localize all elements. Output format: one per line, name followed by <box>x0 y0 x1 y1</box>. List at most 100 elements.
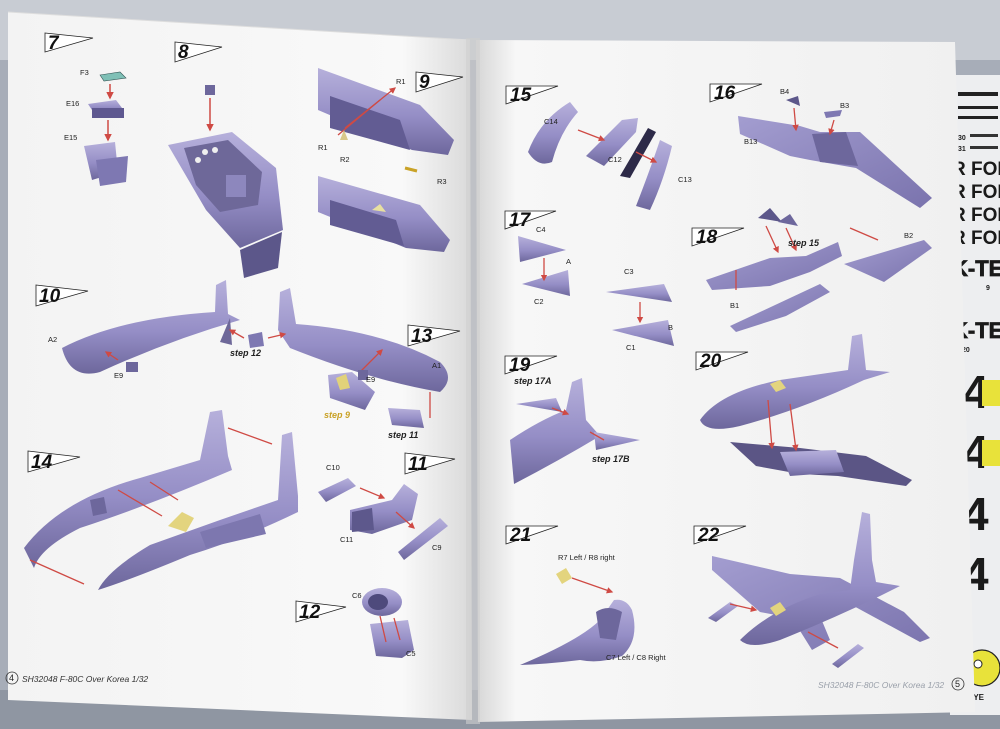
step-flag-21: 21 <box>505 525 559 546</box>
footer-left: SH32048 F-80C Over Korea 1/32 <box>22 674 148 684</box>
label-a: A <box>566 257 571 266</box>
step-20-wing-fuselage-join <box>700 334 912 486</box>
step-8-cockpit-tub <box>168 85 283 278</box>
step-number-18: 18 <box>696 227 718 248</box>
step-number-21: 21 <box>509 525 531 546</box>
footer-right: SH32048 F-80C Over Korea 1/32 <box>818 680 944 690</box>
step-flag-20: 20 <box>695 351 749 372</box>
label-e9-step13: E9 <box>366 375 375 384</box>
label-c12: C12 <box>608 155 622 164</box>
step-flag-18: 18 <box>691 227 745 248</box>
step-21-intake: R7 Left / R8 right C7 Left / C8 Right <box>520 553 667 665</box>
label-step-17a: step 17A <box>514 376 552 386</box>
label-b1: B1 <box>730 301 739 310</box>
decal-number-20: 20 <box>962 347 970 354</box>
label-e15: E15 <box>64 133 77 142</box>
decal-eye-text: EYE <box>968 693 985 702</box>
label-r2: R2 <box>340 155 350 164</box>
label-step-11: step 11 <box>388 430 418 440</box>
step-11-intake-parts: C10 C11 C9 <box>318 463 448 560</box>
step-flags-left: 7 8 9 10 13 14 11 12 <box>27 32 464 623</box>
label-b4: B4 <box>780 87 789 96</box>
label-e9-step10: E9 <box>114 371 123 380</box>
step-flag-7: 7 <box>44 32 94 54</box>
step-number-10: 10 <box>39 286 61 307</box>
step-number-16: 16 <box>714 83 736 104</box>
step-flag-15: 15 <box>505 85 559 106</box>
label-step-9: step 9 <box>324 410 350 420</box>
step-number-22: 22 <box>697 525 720 546</box>
step-flag-16: 16 <box>709 83 763 104</box>
step-flag-12: 12 <box>295 600 347 623</box>
decal-air-force-2: R FOR <box>952 182 1000 203</box>
step-flag-19: 19 <box>504 355 558 376</box>
step-13-fuselage-right: step 12 A1 E9 step 9 step 11 <box>230 288 448 440</box>
label-b: B <box>668 323 673 332</box>
label-step-15: step 15 <box>788 238 820 248</box>
label-a1: A1 <box>432 361 441 370</box>
page-number-right: 5 <box>955 679 960 689</box>
step-flag-10: 10 <box>35 284 89 307</box>
step-flag-17: 17 <box>504 210 557 231</box>
step-17-tailplanes: C4 A C2 C3 B C1 <box>518 225 674 352</box>
step-10-fuselage-left: A2 E9 <box>48 280 245 380</box>
step-number-11: 11 <box>408 454 428 475</box>
page-number-left: 4 <box>9 673 14 683</box>
label-r7-r8: R7 Left / R8 right <box>558 553 616 562</box>
decal-number-31: 31 <box>958 146 966 153</box>
label-e16: E16 <box>66 99 79 108</box>
step-flag-14: 14 <box>27 450 81 473</box>
label-c3: C3 <box>624 267 634 276</box>
step-number-15: 15 <box>510 85 532 106</box>
step-flag-22: 22 <box>693 525 747 546</box>
label-c9: C9 <box>432 543 442 552</box>
label-c5: C5 <box>406 649 416 658</box>
label-c10: C10 <box>326 463 340 472</box>
label-c11: C11 <box>340 535 353 544</box>
step-22-final-assembly <box>708 512 930 668</box>
step-15-intake-trunking: C14 C12 C13 <box>528 102 692 210</box>
label-step-12: step 12 <box>230 348 261 358</box>
step-number-14: 14 <box>31 452 53 473</box>
label-b2: B2 <box>904 231 913 240</box>
label-c14: C14 <box>544 117 558 126</box>
step-number-12: 12 <box>299 602 321 623</box>
decal-air-force-1: R FOR <box>952 159 1000 180</box>
decal-number-9: 9 <box>986 285 990 292</box>
label-c7-c8: C7 Left / C8 Right <box>606 653 667 662</box>
step-19-tail-assembly: step 17A step 17B <box>510 376 640 484</box>
step-7-seat-parts: F3 E16 E15 <box>64 68 128 186</box>
step-flag-8: 8 <box>174 41 223 63</box>
label-c6: C6 <box>352 591 362 600</box>
label-c13: C13 <box>678 175 692 184</box>
step-flags-right: 15 16 17 18 19 20 21 22 <box>504 83 763 546</box>
label-c4: C4 <box>536 225 546 234</box>
step-18-upper-wings: step 15 B2 B1 <box>706 208 932 332</box>
step-number-8: 8 <box>178 42 189 63</box>
step-12-exhaust: C6 C5 <box>352 588 416 658</box>
step-16-lower-wing: B4 B3 B13 <box>738 87 932 208</box>
step-9-cockpit-detail: R1 R1 R2 R3 <box>318 68 454 252</box>
label-r3: R3 <box>437 177 447 186</box>
label-a2: A2 <box>48 335 57 344</box>
step-number-9: 9 <box>419 72 430 93</box>
label-f3: F3 <box>80 68 89 77</box>
step-number-13: 13 <box>411 326 433 347</box>
step-14-fuselage-join <box>24 410 298 590</box>
step-number-7: 7 <box>48 33 60 54</box>
label-r1-top: R1 <box>396 77 406 86</box>
label-c1: C1 <box>626 343 636 352</box>
step-flag-13: 13 <box>407 324 461 347</box>
label-r1-left: R1 <box>318 143 328 152</box>
step-number-17: 17 <box>509 210 532 231</box>
decal-air-force-4: R FOR <box>952 228 1000 249</box>
step-flag-11: 11 <box>404 452 456 475</box>
label-c2: C2 <box>534 297 544 306</box>
step-flag-9: 9 <box>415 71 464 93</box>
decal-air-force-3: R FOR <box>952 205 1000 226</box>
step-number-20: 20 <box>699 351 722 372</box>
right-page <box>476 40 975 722</box>
decal-number-30: 30 <box>958 135 966 142</box>
label-b13: B13 <box>744 137 757 146</box>
